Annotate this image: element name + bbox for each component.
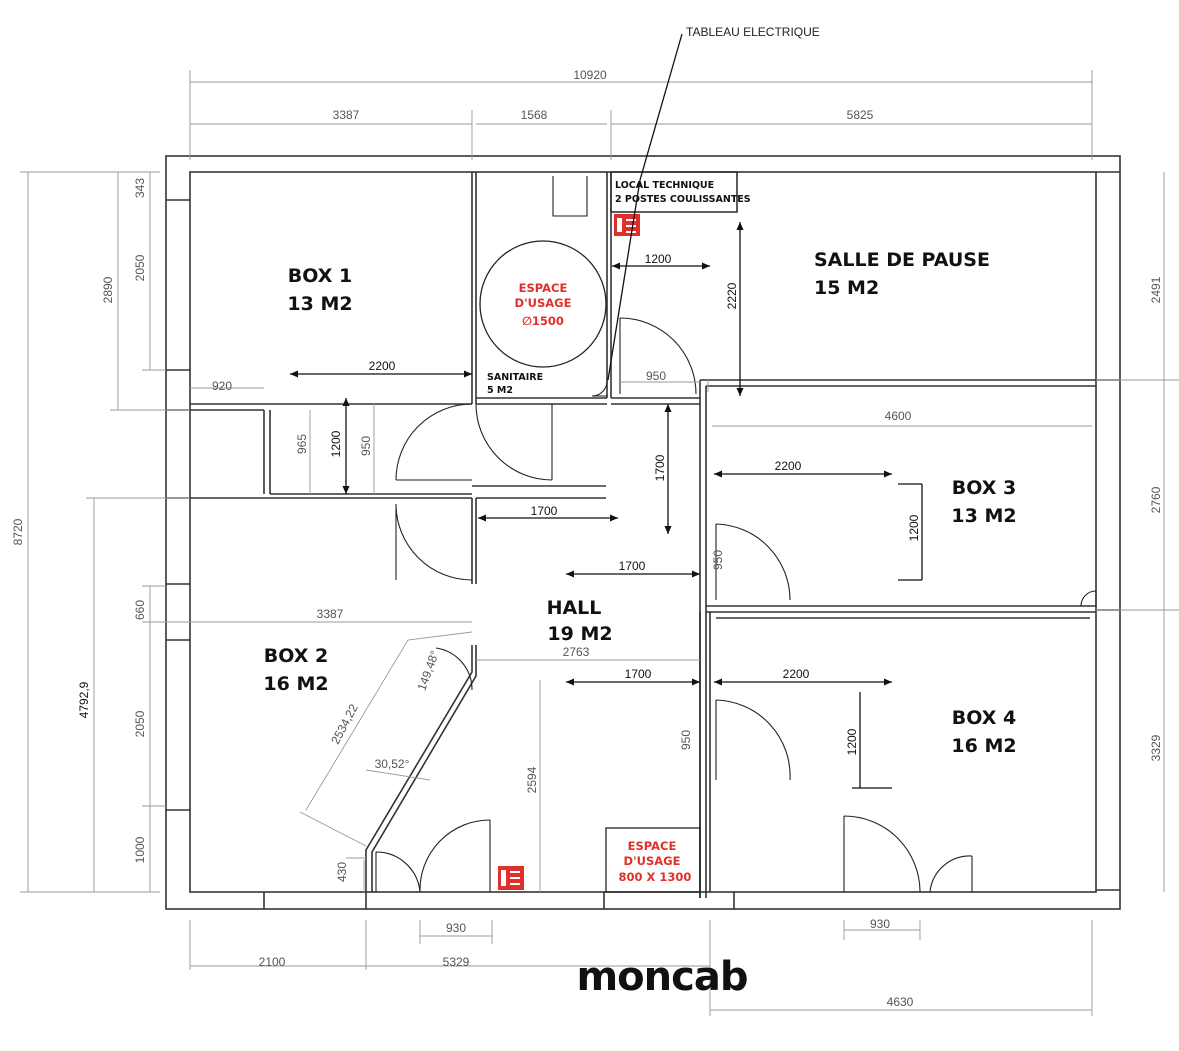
dim-right-2491: 2491 bbox=[1149, 276, 1163, 303]
dim-965: 965 bbox=[295, 434, 309, 454]
dim-pause-2220: 2220 bbox=[725, 282, 739, 309]
dim-box1-1200: 1200 bbox=[329, 430, 343, 457]
usage-circle-line2: D'USAGE bbox=[515, 296, 572, 310]
room-box1-name: BOX 1 bbox=[288, 265, 352, 287]
dim-box1-950: 950 bbox=[359, 436, 373, 456]
room-local-line1: LOCAL TECHNIQUE bbox=[615, 180, 714, 191]
interior-dimensions bbox=[290, 33, 923, 789]
dim-left-660: 660 bbox=[133, 600, 147, 620]
room-box1-area: 13 M2 bbox=[287, 293, 352, 315]
room-box2-name: BOX 2 bbox=[264, 645, 328, 667]
usage-zone-circle bbox=[479, 240, 607, 368]
usage-rect-line3: 800 X 1300 bbox=[619, 870, 692, 884]
moncab-logo: moncab bbox=[577, 954, 748, 1000]
electric-panel-label: TABLEAU ELECTRIQUE bbox=[686, 25, 820, 39]
dimension-lines bbox=[20, 70, 1179, 1016]
dim-2534: 2534,22 bbox=[328, 701, 361, 746]
room-hall-area: 19 M2 bbox=[547, 623, 612, 645]
usage-circle-line3: ∅1500 bbox=[522, 314, 564, 328]
dim-bottom-930b: 930 bbox=[870, 917, 890, 931]
dim-hall-1700-h: 1700 bbox=[531, 504, 558, 518]
room-box3-name: BOX 3 bbox=[952, 477, 1016, 499]
fire-extinguisher-icon bbox=[614, 214, 640, 236]
dim-right-3329: 3329 bbox=[1149, 734, 1163, 761]
usage-circle-line1: ESPACE bbox=[519, 281, 568, 295]
dim-box3-4600: 4600 bbox=[885, 409, 912, 423]
room-pause-name: SALLE DE PAUSE bbox=[814, 249, 990, 271]
dim-box4-950: 950 bbox=[679, 730, 693, 750]
room-local-line2: 2 POSTES COULISSANTES bbox=[615, 194, 751, 205]
fire-extinguisher-icon bbox=[498, 866, 524, 890]
dim-hall-1700-mid: 1700 bbox=[619, 559, 646, 573]
dim-box3-950: 950 bbox=[711, 550, 725, 570]
room-sanitaire-area: 5 M2 bbox=[487, 385, 513, 396]
dim-left-2050b: 2050 bbox=[133, 710, 147, 737]
room-box3-area: 13 M2 bbox=[951, 505, 1016, 527]
dim-box2-3387: 3387 bbox=[317, 607, 344, 621]
dim-overall-width: 10920 bbox=[573, 68, 607, 82]
dim-box3-1200: 1200 bbox=[907, 514, 921, 541]
dim-left-2890: 2890 bbox=[101, 276, 115, 303]
dim-box1-2200: 2200 bbox=[369, 359, 396, 373]
dim-bottom-2100: 2100 bbox=[259, 955, 286, 969]
dim-top-5825: 5825 bbox=[847, 108, 874, 122]
room-box2-area: 16 M2 bbox=[263, 673, 328, 695]
dim-920: 920 bbox=[212, 379, 232, 393]
dim-box3-2200: 2200 bbox=[775, 459, 802, 473]
room-pause-area: 15 M2 bbox=[814, 277, 879, 299]
usage-rect-line1: ESPACE bbox=[628, 839, 677, 853]
dim-bottom-930a: 930 bbox=[446, 921, 466, 935]
dim-right-2760: 2760 bbox=[1149, 486, 1163, 513]
dim-2594: 2594 bbox=[525, 766, 539, 793]
usage-zones bbox=[479, 240, 701, 893]
dim-hall-1700-low: 1700 bbox=[625, 667, 652, 681]
dim-left-2050a: 2050 bbox=[133, 254, 147, 281]
dim-angle-30: 30,52° bbox=[375, 757, 410, 771]
dim-430: 430 bbox=[335, 862, 349, 882]
usage-rect-line2: D'USAGE bbox=[624, 854, 681, 868]
room-sanitaire-name: SANITAIRE bbox=[487, 372, 543, 383]
room-box4-name: BOX 4 bbox=[952, 707, 1016, 729]
dim-left-343: 343 bbox=[133, 178, 147, 198]
usage-zone-rect bbox=[605, 827, 701, 893]
dim-pause-950: 950 bbox=[646, 369, 666, 383]
dim-left-4792: 4792,9 bbox=[77, 681, 91, 718]
dim-pause-1200: 1200 bbox=[645, 252, 672, 266]
doors bbox=[375, 317, 1097, 893]
dim-2763: 2763 bbox=[563, 645, 590, 659]
dim-angle-149: 149,48° bbox=[415, 649, 442, 693]
room-box4-area: 16 M2 bbox=[951, 735, 1016, 757]
dim-box4-1200: 1200 bbox=[845, 728, 859, 755]
dim-top-3387: 3387 bbox=[333, 108, 360, 122]
dim-left-1000: 1000 bbox=[133, 836, 147, 863]
room-hall-name: HALL bbox=[547, 597, 602, 619]
dim-bottom-5329: 5329 bbox=[443, 955, 470, 969]
dim-top-1568: 1568 bbox=[521, 108, 548, 122]
dim-bottom-4630: 4630 bbox=[887, 995, 914, 1009]
dim-overall-height: 8720 bbox=[11, 518, 25, 545]
dim-box4-2200: 2200 bbox=[783, 667, 810, 681]
dim-hall-1700-v: 1700 bbox=[653, 454, 667, 481]
